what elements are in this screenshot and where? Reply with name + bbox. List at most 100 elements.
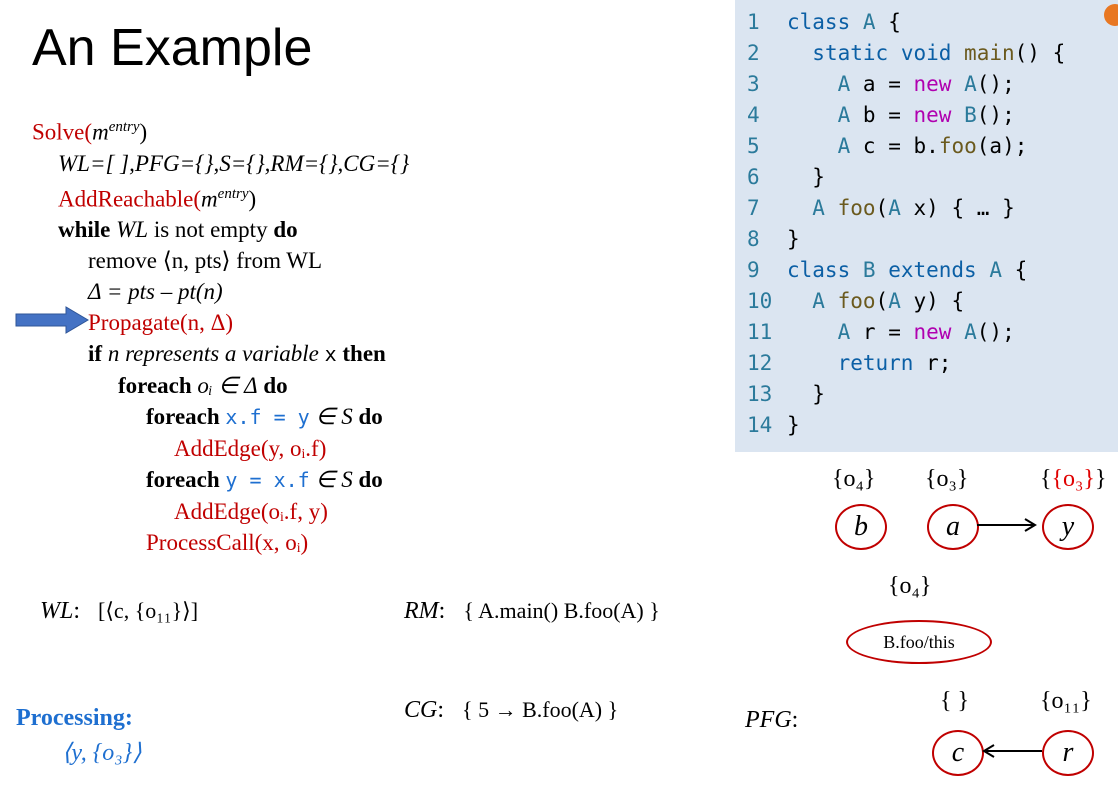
- node-a: a: [927, 504, 979, 550]
- while-wl: WL: [116, 217, 149, 243]
- remove-line: remove ⟨n, pts⟩ from WL: [88, 248, 323, 274]
- code-line-text: }: [812, 165, 825, 189]
- edge-a-to-y: [977, 518, 1037, 532]
- propagate-line: Propagate(n, Δ): [32, 307, 409, 338]
- code-line: 7 A foo(A x) { … }: [747, 196, 1015, 220]
- avatar: [1104, 4, 1118, 26]
- code-line-text: }: [812, 382, 825, 406]
- code-line-number: 6: [747, 165, 760, 189]
- node-y: y: [1042, 504, 1094, 550]
- node-this: B.foo/this: [846, 620, 992, 664]
- solve-sup: entry: [108, 119, 140, 135]
- cg-row: CG: { 5 → B.foo(A) }: [404, 697, 619, 723]
- foreach2-line: foreach x.f = y ∈ S do: [32, 401, 409, 433]
- do-kw: do: [273, 217, 298, 243]
- wl-label: WL: [40, 598, 74, 624]
- then-kw: then: [342, 341, 386, 367]
- code-line-text: A c = b.foo(a);: [837, 134, 1028, 158]
- code-line: 11 A r = new A();: [747, 320, 1015, 344]
- foreach3-line: foreach y = x.f ∈ S do: [32, 464, 409, 496]
- while-kw: while: [58, 217, 111, 243]
- code-line-text: A r = new A();: [837, 320, 1015, 344]
- code-line-number: 10: [747, 289, 773, 313]
- add-edge1-call: AddEdge(y, oᵢ.f): [174, 436, 327, 462]
- process-call: ProcessCall(x, oᵢ): [146, 530, 309, 556]
- do-kw: do: [358, 467, 383, 493]
- while-rest: is not empty: [153, 217, 268, 243]
- set-a: {o₃}: [925, 466, 969, 492]
- add-edge2-line: AddEdge(oᵢ.f, y): [32, 496, 409, 527]
- do-kw: do: [263, 373, 288, 399]
- set-c: { }: [940, 688, 970, 714]
- node-c: c: [932, 730, 984, 776]
- code-line-number: 7: [747, 196, 760, 220]
- in-s: ∈ S: [315, 467, 353, 493]
- if-line: if n represents a variable x then: [32, 338, 409, 370]
- code-line-text: return r;: [837, 351, 952, 375]
- code-line-text: static void main() {: [812, 41, 1066, 65]
- code-line: 14}: [747, 413, 800, 437]
- cg-value: { 5 → B.foo(A) }: [462, 697, 619, 722]
- do-kw: do: [358, 404, 383, 430]
- edge-r-to-c: [982, 744, 1042, 758]
- code-line-text: class A {: [787, 10, 901, 34]
- code-line-text: A b = new B();: [837, 103, 1015, 127]
- code-line-number: 14: [747, 413, 773, 437]
- algorithm: Solve(mentry) WL=[ ],PFG={},S={},RM={},C…: [32, 112, 409, 558]
- add-reachable-call: AddReachable(: [58, 186, 202, 212]
- foreach1-rest: oᵢ ∈ Δ: [197, 373, 258, 399]
- set-y-value: {o₃}: [1051, 466, 1095, 492]
- foreach-kw: foreach: [146, 404, 220, 430]
- code-line-number: 9: [747, 258, 760, 282]
- solve-line: Solve(mentry): [32, 119, 148, 145]
- slide-title: An Example: [32, 19, 313, 77]
- node-b: b: [835, 504, 887, 550]
- set-this: {o₄}: [888, 573, 932, 599]
- code-line: 1 class A {: [747, 10, 901, 34]
- if-kw: if: [88, 341, 103, 367]
- add-edge2-call: AddEdge(oᵢ.f, y): [174, 499, 328, 525]
- solve-call: Solve(: [32, 119, 93, 145]
- code-line-text: A a = new A();: [837, 72, 1015, 96]
- foreach-kw: foreach: [118, 373, 192, 399]
- code-line-text: class B extends A {: [787, 258, 1028, 282]
- code-line: 3 A a = new A();: [747, 72, 1015, 96]
- set-y: {{o₃}}: [1040, 466, 1107, 492]
- set-b: {o₄}: [832, 466, 876, 492]
- processing-value: ⟨y, {o₃}⟩: [62, 740, 142, 766]
- code-panel: 1 class A { 2 static void main() { 3 A a = …: [735, 0, 1118, 452]
- foreach2-code: x.f = y: [225, 405, 310, 430]
- pfg-label-text: PFG: [745, 707, 792, 733]
- if-var: x: [324, 342, 337, 367]
- set-r: {o₁₁}: [1040, 688, 1092, 714]
- code-line-number: 1: [747, 10, 760, 34]
- code-line-number: 13: [747, 382, 773, 406]
- add-reachable-line: AddReachable(mentry): [58, 185, 257, 212]
- add-edge1-line: AddEdge(y, oᵢ.f): [32, 433, 409, 464]
- code-line-text: A foo(A x) { … }: [812, 196, 1015, 220]
- code-line: 4 A b = new B();: [747, 103, 1015, 127]
- while-line: while WL is not empty do: [32, 214, 409, 245]
- pfg-label: PFG:: [745, 707, 799, 733]
- code-line-number: 3: [747, 72, 760, 96]
- code-line: 9 class B extends A {: [747, 258, 1027, 282]
- code-line: 12 return r;: [747, 351, 951, 375]
- code-line: 5 A c = b.foo(a);: [747, 134, 1027, 158]
- delta-text: Δ = pts – pt(n): [88, 279, 223, 305]
- wl-row: WL: [⟨c, {o₁₁}⟩]: [40, 598, 199, 624]
- code-line-number: 4: [747, 103, 760, 127]
- process-call-line: ProcessCall(x, oᵢ): [32, 527, 409, 558]
- foreach3-code: y = x.f: [225, 468, 310, 493]
- node-r: r: [1042, 730, 1094, 776]
- init-text: WL=[ ],PFG={},S={},RM={},CG={}: [58, 150, 410, 176]
- init-line: WL=[ ],PFG={},S={},RM={},CG={}: [32, 148, 409, 179]
- delta-line: Δ = pts – pt(n): [32, 276, 409, 307]
- rm-row: RM: { A.main() B.foo(A) }: [404, 598, 660, 624]
- current-step-arrow-icon: [15, 306, 89, 334]
- code-line-text: }: [787, 227, 800, 251]
- code-line: 6 }: [747, 165, 825, 189]
- propagate-call: Propagate(n, Δ): [88, 310, 234, 336]
- processing-label: Processing:: [16, 705, 133, 731]
- code-line-number: 2: [747, 41, 760, 65]
- if-text: n represents a variable: [107, 341, 319, 367]
